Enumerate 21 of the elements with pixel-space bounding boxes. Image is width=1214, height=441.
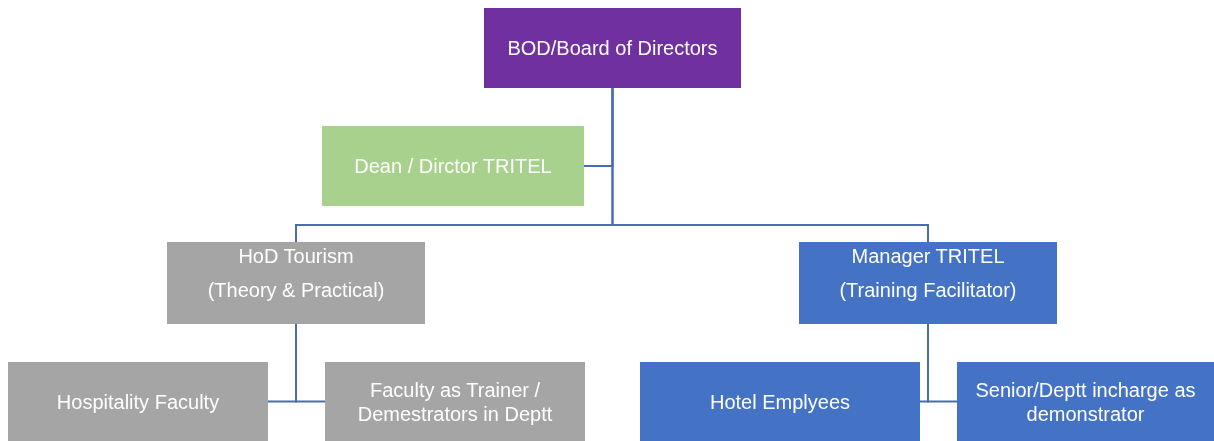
org-box <box>322 126 584 206</box>
connector-line <box>611 87 929 243</box>
box-title: Dean / Dirctor TRITEL <box>354 154 552 178</box>
org-box <box>484 8 741 88</box>
org-box <box>799 242 1057 324</box>
connector-line <box>927 323 958 403</box>
box-title: Faculty as Trainer / Demestrators in Deptt <box>356 377 554 426</box>
box-title: Senior/Deptt incharge as demonstrator <box>974 377 1197 426</box>
box-title: Manager TRITEL <box>851 244 1005 268</box>
connector-line <box>295 323 326 403</box>
org-box <box>640 362 920 441</box>
box-title: Hospitality Faculty <box>56 389 220 414</box>
box-title: BOD/Board of Directors <box>507 36 718 60</box>
org-box <box>325 362 585 441</box>
box-subtitle: (Training Facilitator) <box>839 278 1017 302</box>
box-title: HoD Tourism <box>238 244 354 268</box>
org-box <box>167 242 425 324</box>
org-box <box>957 362 1214 441</box>
box-title: Hotel Emplyees <box>709 389 851 414</box>
org-box <box>8 362 268 441</box>
box-subtitle: (Theory & Practical) <box>207 278 385 302</box>
